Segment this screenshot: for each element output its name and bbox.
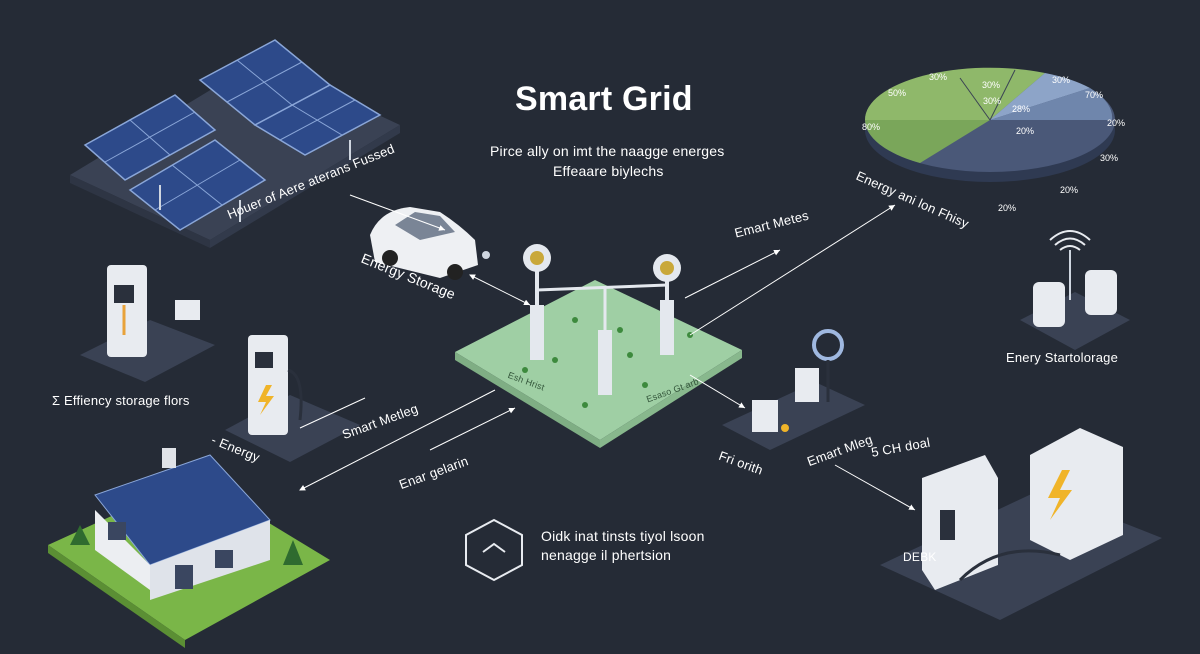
house-icon: [48, 448, 330, 648]
car-icon: [370, 207, 490, 280]
label-debk: DEBK: [903, 550, 937, 564]
flow-arrows: [299, 194, 916, 511]
info-line2: nenagge il phertsion: [541, 547, 672, 563]
storage-unit-icon: [880, 428, 1162, 620]
meter-icon: [722, 329, 865, 450]
charger-icon: [80, 265, 215, 382]
battery-icon: [1020, 250, 1130, 350]
energy-pie-chart: [864, 67, 1115, 182]
pie-label: 20%: [1060, 185, 1079, 195]
pie-label: 70%: [1085, 90, 1104, 100]
label-energy-storage-right: Enery Startolorage: [1006, 350, 1118, 365]
wifi-icon: [1049, 230, 1091, 251]
pie-label: 30%: [1052, 75, 1071, 85]
page-title: Smart Grid: [515, 80, 693, 118]
pie-label: 28%: [1012, 104, 1031, 114]
pie-label: 30%: [929, 72, 948, 82]
solar-panel-icon: [70, 39, 400, 248]
central-grid-hub: [455, 244, 742, 448]
charger-bolt-icon: [225, 335, 360, 462]
pie-label: 30%: [1100, 153, 1119, 163]
subtitle-line2: Effeaare biylechs: [553, 163, 664, 179]
pie-label: 20%: [1016, 126, 1035, 136]
pie-label: 30%: [982, 80, 1001, 90]
pie-label: 30%: [983, 96, 1002, 106]
subtitle-line1: Pirce ally on imt the naagge energes: [490, 143, 725, 159]
pie-label: 20%: [998, 203, 1017, 213]
gear-icon: [465, 518, 523, 582]
pie-label: 50%: [888, 88, 907, 98]
pie-label: 80%: [862, 122, 881, 132]
label-efficiency-storage: Σ Effiency storage flors: [52, 393, 190, 408]
pie-label: 20%: [1107, 118, 1126, 128]
info-line1: Oidk inat tinsts tiyol lsoon: [541, 528, 705, 544]
